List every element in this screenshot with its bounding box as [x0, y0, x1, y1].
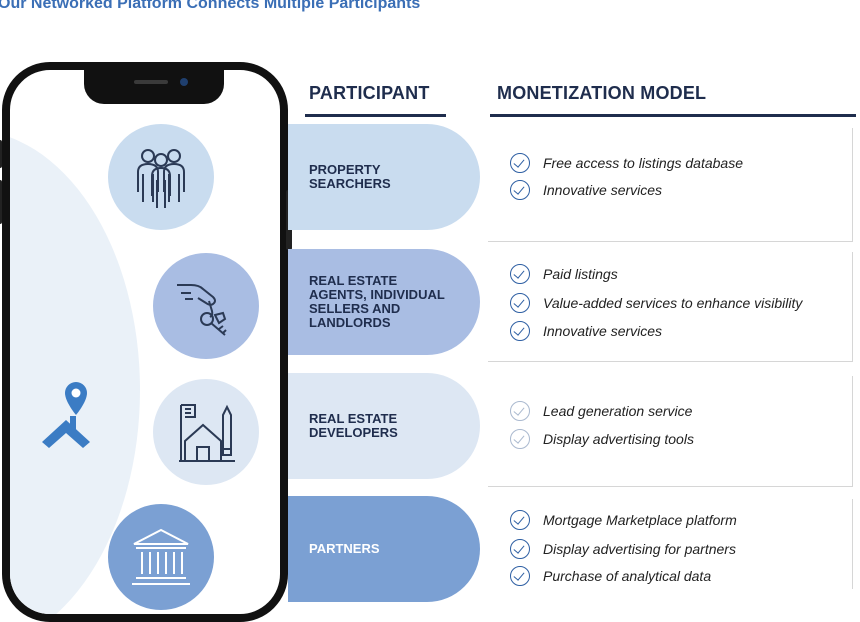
list-item: Display advertising for partners [510, 538, 736, 560]
participant-header-rule [305, 114, 446, 117]
check-icon [510, 539, 530, 559]
list-item: Lead generation service [510, 400, 692, 422]
page-title: Our Networked Platform Connects Multiple… [0, 0, 421, 12]
monetization-header: MONETIZATION MODEL [497, 83, 707, 103]
check-icon [510, 293, 530, 313]
monetization-box: Mortgage Marketplace platform Display ad… [488, 499, 853, 589]
phone-notch [84, 70, 224, 104]
list-item-text: Value-added services to enhance visibili… [543, 295, 803, 311]
check-icon [510, 180, 530, 200]
list-item-text: Innovative services [543, 182, 663, 198]
participant-label: REAL ESTATE DEVELOPERS [309, 411, 398, 440]
list-item-text: Mortgage Marketplace platform [543, 512, 737, 528]
participant-label: REAL ESTATE AGENTS, INDIVIDUAL SELLERS A… [309, 273, 445, 330]
list-item: Display advertising tools [510, 428, 694, 450]
check-icon [510, 429, 530, 449]
participant-label: PROPERTY SEARCHERS [309, 162, 391, 191]
list-item-text: Display advertising for partners [543, 541, 736, 557]
participant-label: PARTNERS [309, 541, 380, 556]
list-item-text: Display advertising tools [543, 431, 694, 447]
phone-speaker [134, 80, 168, 84]
list-item-text: Free access to listings database [543, 155, 743, 171]
list-item-text: Purchase of analytical data [543, 568, 712, 584]
check-icon [510, 321, 530, 341]
people-group-icon [108, 124, 214, 230]
participant-band-partners: PARTNERS [288, 496, 480, 602]
participant-band-agents-sellers-landlords: REAL ESTATE AGENTS, INDIVIDUAL SELLERS A… [288, 249, 480, 355]
participant-band-property-searchers: PROPERTY SEARCHERS [288, 124, 480, 230]
list-item-text: Lead generation service [543, 403, 693, 419]
location-pin-house-icon [40, 382, 96, 467]
participant-band-developers: REAL ESTATE DEVELOPERS [288, 373, 480, 479]
monetization-box: Lead generation service Display advertis… [488, 376, 853, 487]
check-icon [510, 401, 530, 421]
monetization-box: Free access to listings database Innovat… [488, 128, 853, 242]
phone-side-button [0, 180, 2, 224]
list-item: Value-added services to enhance visibili… [510, 292, 802, 314]
phone-illustration [2, 62, 288, 622]
list-item: Mortgage Marketplace platform [510, 509, 737, 531]
monetization-header-rule [490, 114, 856, 117]
list-item: Innovative services [510, 179, 662, 201]
bank-icon [108, 504, 214, 610]
participant-header: PARTICIPANT [309, 83, 430, 103]
monetization-box: Paid listings Value-added services to en… [488, 252, 853, 362]
check-icon [510, 153, 530, 173]
list-item: Free access to listings database [510, 152, 743, 174]
check-icon [510, 510, 530, 530]
check-icon [510, 566, 530, 586]
list-item-text: Paid listings [543, 266, 618, 282]
list-item-text: Innovative services [543, 323, 663, 339]
list-item: Purchase of analytical data [510, 565, 711, 587]
building-house-icon [153, 379, 259, 485]
check-icon [510, 264, 530, 284]
phone-side-button [0, 140, 2, 168]
list-item: Innovative services [510, 320, 662, 342]
phone-camera [180, 78, 188, 86]
hand-key-icon [153, 253, 259, 359]
list-item: Paid listings [510, 263, 618, 285]
